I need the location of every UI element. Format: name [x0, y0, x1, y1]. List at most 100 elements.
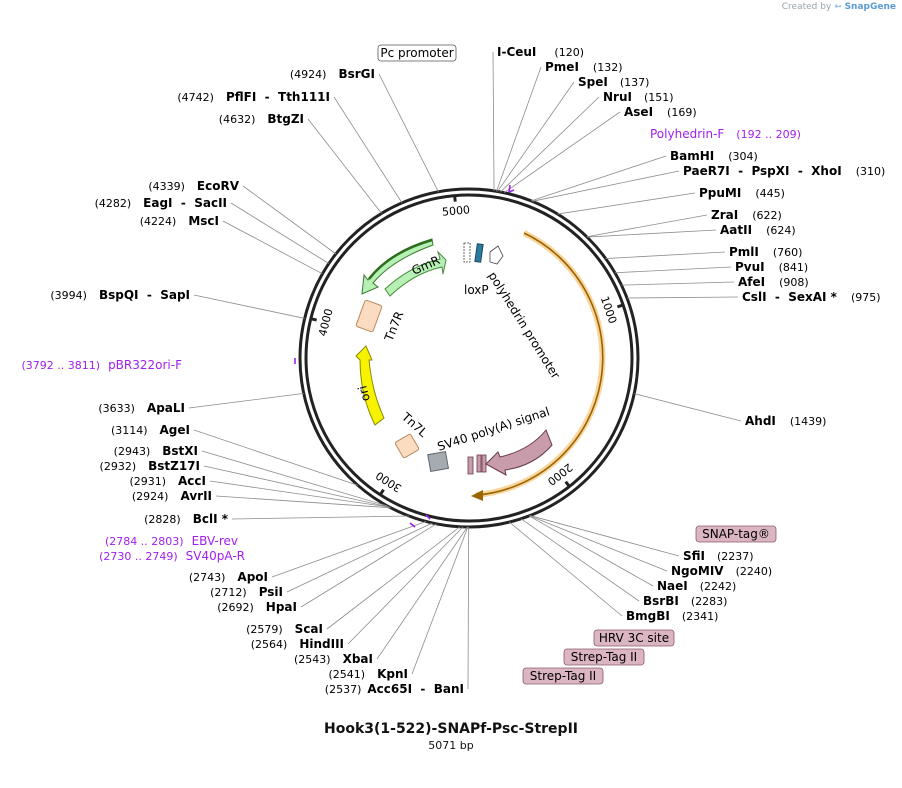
strep-tag-label[interactable]: Strep-Tag II — [571, 650, 637, 664]
snap-tag-label[interactable]: SNAP-tag® — [702, 527, 770, 541]
site-label[interactable]: (4282)EagI - SacII — [95, 196, 227, 210]
leader-line — [528, 515, 654, 587]
gmr-feature — [361, 238, 447, 297]
site-label[interactable]: (2924)AvrII — [132, 489, 212, 503]
leader-line — [520, 518, 640, 602]
site-label[interactable]: (4224)MscI — [140, 214, 219, 228]
site-label[interactable]: NruI(151) — [603, 90, 674, 104]
site-label[interactable]: (2743)ApoI — [189, 570, 268, 584]
site-label[interactable]: (4632)BtgZI — [219, 112, 304, 126]
site-label[interactable]: (3114)AgeI — [111, 423, 190, 437]
primer-label[interactable]: (3792 .. 3811)pBR322ori-F — [22, 358, 183, 372]
strep-tag-label[interactable]: Strep-Tag II — [530, 669, 596, 683]
primer-label[interactable]: Polyhedrin-F(192 .. 209) — [650, 127, 801, 141]
site-label[interactable]: (2579)ScaI — [246, 622, 323, 636]
site-label[interactable]: BsrBI(2283) — [643, 594, 727, 608]
leader-line — [326, 526, 461, 630]
leader-line — [509, 521, 623, 617]
site-label[interactable]: (4742)PflFI - Tth111I — [177, 90, 330, 104]
tick-mark — [564, 480, 571, 488]
site-label[interactable]: SfiI(2237) — [683, 549, 754, 563]
leader-line — [378, 73, 439, 192]
site-label[interactable]: (2932)BstZ17I — [100, 459, 200, 473]
leader-line — [203, 465, 390, 508]
leader-line — [201, 450, 388, 507]
leader-line — [492, 51, 495, 191]
site-label[interactable]: PvuI(841) — [735, 260, 808, 274]
primer-label[interactable]: (2730 .. 2749)SV40pA-R — [99, 549, 245, 563]
site-label[interactable]: BmgBI(2341) — [626, 609, 718, 623]
primer-labels: Polyhedrin-F(192 .. 209) (3792 .. 3811)p… — [22, 127, 801, 563]
orf-arc-line — [477, 232, 604, 496]
site-label[interactable]: PmeI(132) — [545, 60, 623, 74]
site-label[interactable]: (2541)KpnI — [329, 667, 408, 681]
hrv-3c-site-label[interactable]: HRV 3C site — [599, 631, 669, 645]
site-label[interactable]: NgoMIV(2240) — [671, 564, 772, 578]
site-label[interactable]: I-CeuI(120) — [497, 45, 584, 59]
site-label[interactable]: AatII(624) — [720, 223, 796, 237]
leader-line — [587, 229, 717, 238]
sv40-mini-3 — [481, 454, 487, 473]
site-label[interactable]: (2712)PsiI — [210, 585, 283, 599]
site-label[interactable]: (4339)EcoRV — [148, 179, 239, 193]
leader-line — [614, 266, 732, 274]
leader-line — [193, 294, 305, 319]
site-label[interactable]: (2537)Acc65I - BanI — [325, 682, 464, 696]
site-label[interactable]: (3633)ApaLI — [98, 401, 185, 415]
leader-line — [411, 526, 469, 675]
site-label[interactable]: PaeR7I - PspXI - XhoI(310) — [683, 164, 885, 178]
leader-line — [586, 214, 708, 238]
orf-arrowhead — [471, 490, 483, 501]
site-label[interactable]: AseI(169) — [624, 105, 697, 119]
leader-line — [467, 526, 470, 690]
primer-mark-sv40pa — [409, 522, 416, 528]
pc-promoter-label[interactable]: Pc promoter — [380, 46, 453, 60]
site-label[interactable]: NaeI(2242) — [657, 579, 736, 593]
snapgene-credit: Created by ➳ SnapGene — [782, 2, 896, 12]
site-label[interactable]: AhdI(1439) — [745, 414, 826, 428]
leader-line — [605, 251, 726, 259]
tn7l-feature — [394, 433, 420, 459]
site-label[interactable]: (2943)BstXI — [114, 444, 198, 458]
site-label[interactable]: (2543)XbaI — [294, 652, 373, 666]
backbone — [298, 187, 640, 529]
site-label[interactable]: (2931)AccI — [129, 474, 206, 488]
tick-label: 3000 — [373, 469, 404, 495]
tick-mark — [453, 195, 457, 202]
leader-line — [333, 96, 403, 204]
site-label[interactable]: PpuMI(445) — [699, 186, 785, 200]
site-label[interactable]: SpeI(137) — [578, 75, 649, 89]
site-label[interactable]: (2564)HindIII — [251, 637, 344, 651]
leader-line — [532, 170, 680, 202]
site-label[interactable]: PmlI(760) — [729, 245, 802, 259]
primer-label[interactable]: (2784 .. 2803)EBV-rev — [105, 534, 238, 548]
credit-brand: SnapGene — [844, 2, 896, 12]
loxp-feature-1 — [463, 242, 471, 263]
site-label[interactable]: AfeI(908) — [738, 275, 809, 289]
site-labels: I-CeuI(120) PmeI(132) SpeI(137) NruI(151… — [497, 45, 885, 623]
leader-line — [529, 515, 680, 557]
leader-line — [209, 480, 390, 508]
leader-line — [188, 392, 304, 409]
site-label[interactable]: BamHI(304) — [670, 149, 758, 163]
site-label[interactable]: (4924)BsrGI — [290, 67, 375, 81]
site-label[interactable]: ZraI(622) — [711, 208, 782, 222]
tick-label: 5000 — [442, 203, 471, 218]
leader-line — [626, 296, 739, 299]
leader-line — [621, 281, 735, 286]
site-label[interactable]: (2828)BclI * — [144, 512, 229, 526]
site-label[interactable]: CslI - SexAI *(975) — [742, 290, 881, 304]
gmr-label: GmR — [410, 253, 442, 278]
polyhedrin-label: polyhedrin promoter — [485, 269, 562, 381]
snapgene-logo-icon: ➳ — [834, 2, 842, 12]
site-label[interactable]: (2692)HpaI — [217, 600, 297, 614]
tn7r-label: Tn7R — [381, 309, 406, 344]
leader-line — [222, 220, 323, 275]
leader-line — [557, 192, 696, 215]
ori-feature — [355, 345, 385, 426]
tick-mark — [379, 488, 385, 496]
leader-line — [497, 81, 575, 192]
primer-mark-ebv — [425, 514, 431, 520]
site-label[interactable]: (3994)BspQI - SapI — [50, 288, 190, 302]
